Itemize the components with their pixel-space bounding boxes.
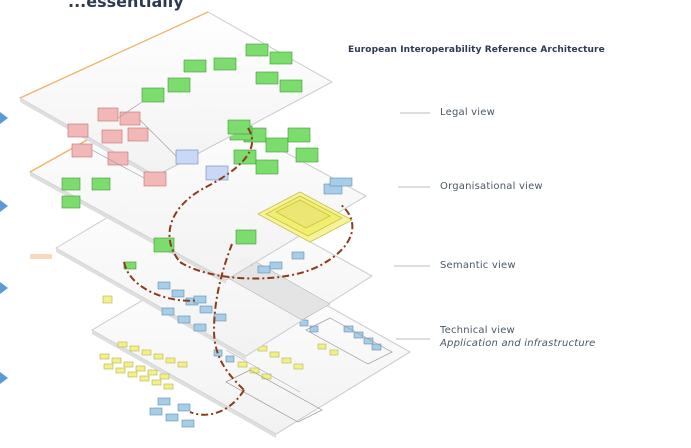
leader-lines [394, 112, 430, 340]
legal-layer [18, 11, 334, 187]
arrow-icon [0, 372, 8, 384]
side-arrows [0, 112, 8, 384]
arrow-icon [0, 112, 8, 124]
view-label-text: Legal view [440, 107, 496, 118]
view-label-technical: Technical view Application and infrastru… [440, 325, 596, 349]
view-label-legal: Legal view [440, 107, 495, 118]
view-label-text: Technical view [440, 325, 515, 336]
arrow-icon [0, 282, 8, 294]
view-label-text: Semantic view [440, 260, 516, 271]
view-label-text: Organisational view [440, 181, 543, 192]
view-sublabel-text: Application and infrastructure [440, 338, 596, 349]
connector-path [123, 127, 354, 416]
heading-cut: ...essentially [68, 0, 184, 11]
diagram-title: European Interoperability Reference Arch… [348, 45, 605, 55]
view-label-organisational: Organisational view [440, 181, 543, 192]
arrow-icon [0, 200, 8, 212]
view-label-semantic: Semantic view [440, 260, 516, 271]
